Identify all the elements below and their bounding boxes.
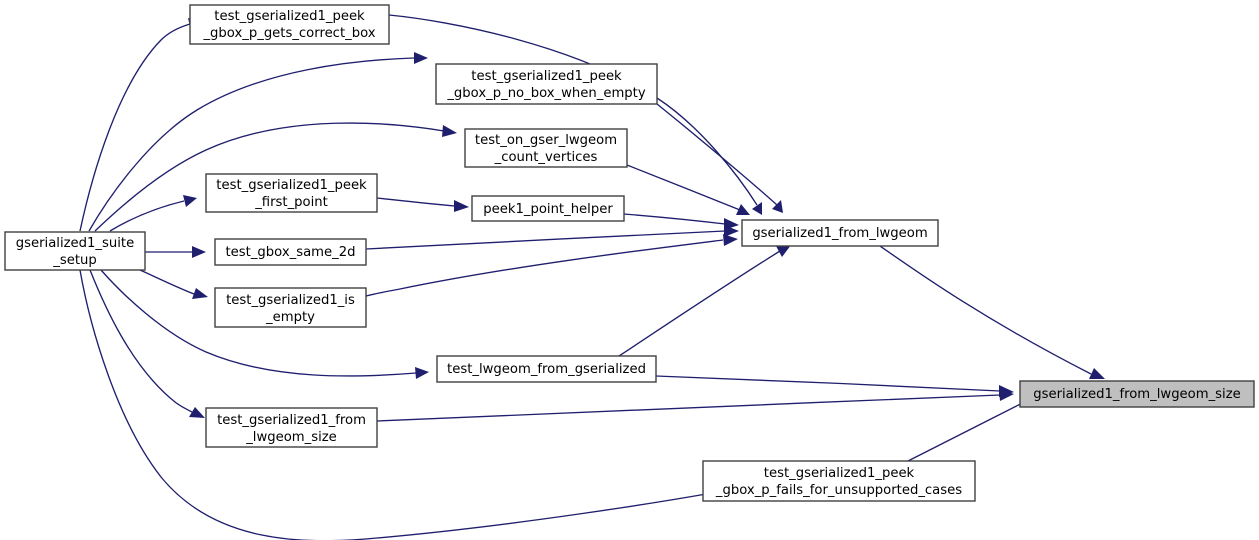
node-label-line1: test_gserialized1_from (217, 413, 366, 428)
edge-suite-setup-to-on-gser-lwgeom-count-vertices (94, 122, 457, 232)
node-test-gserialized1-from-lwgeom-size[interactable]: test_gserialized1_from _lwgeom_size (205, 407, 378, 448)
nodes-layer: gserialized1_suite _setup test_gserializ… (4, 4, 1255, 502)
edges-layer (79, 14, 1105, 540)
node-gserialized1-suite-setup[interactable]: gserialized1_suite _setup (4, 231, 146, 271)
node-peek1-point-helper[interactable]: peek1_point_helper (471, 195, 625, 222)
node-label-line1: test_gserialized1_peek (764, 466, 915, 481)
node-label-line1: gserialized1_from_lwgeom (752, 226, 927, 241)
edge-suite-setup-to-peek-gbox-gets-correct-box (79, 18, 202, 232)
node-test-gserialized1-peek-gbox-p-fails-for-unsupported-cases[interactable]: test_gserialized1_peek _gbox_p_fails_for… (702, 460, 976, 502)
node-gserialized1-from-lwgeom-size[interactable]: gserialized1_from_lwgeom_size (1019, 380, 1255, 408)
node-label-line2: _empty (265, 310, 315, 325)
node-label-line1: peek1_point_helper (483, 202, 613, 217)
node-label-line2: _lwgeom_size (245, 430, 337, 445)
node-label-line2: _gbox_p_no_box_when_empty (446, 86, 646, 101)
edge-peek-first-point-to-peek1-point-helper (376, 197, 469, 212)
node-test-on-gser-lwgeom-count-vertices[interactable]: test_on_gser_lwgeom _count_vertices (464, 128, 628, 168)
node-test-gserialized1-peek-first-point[interactable]: test_gserialized1_peek _first_point (205, 173, 378, 213)
node-test-gbox-same-2d[interactable]: test_gbox_same_2d (214, 238, 367, 266)
node-label-line1: test_on_gser_lwgeom (475, 133, 617, 148)
node-label-line1: test_gserialized1_is (226, 293, 355, 308)
edge-from-lwgeom-to-from-lwgeom-size (879, 245, 1105, 379)
edge-suite-setup-to-from-lwgeom-size (89, 269, 205, 418)
edge-test-from-lwgeom-size-to-from-lwgeom-size (376, 389, 1014, 422)
node-label-line2: _setup (52, 253, 96, 268)
edge-suite-setup-to-peek-first-point (109, 195, 197, 232)
node-label-line1: test_gserialized1_peek (214, 9, 365, 24)
edge-suite-setup-to-gbox-same-2d (145, 246, 206, 258)
edge-no-box-when-empty-to-from-lwgeom (656, 103, 783, 213)
node-label-line2: _gbox_p_gets_correct_box (202, 26, 375, 41)
node-label-line1: test_gserialized1_peek (216, 178, 367, 193)
node-label-line2: _count_vertices (494, 150, 598, 165)
node-label-line1: gserialized1_suite (16, 236, 134, 251)
edge-is-empty-to-from-lwgeom (365, 234, 738, 297)
edge-suite-setup-to-peek-gbox-no-box-when-empty (88, 52, 428, 232)
node-label-line1: test_lwgeom_from_gserialized (447, 362, 646, 377)
node-test-gserialized1-is-empty[interactable]: test_gserialized1_is _empty (214, 287, 367, 328)
node-label-line2: _gbox_p_fails_for_unsupported_cases (715, 483, 962, 498)
edge-lwgeom-from-gserialized-to-from-lwgeom (618, 245, 791, 357)
edge-gets-correct-box-to-from-lwgeom (388, 14, 762, 215)
node-test-lwgeom-from-gserialized[interactable]: test_lwgeom_from_gserialized (436, 355, 657, 383)
edge-lwgeom-from-gserialized-to-from-lwgeom-size (655, 375, 1014, 397)
node-label-line2: _first_point (254, 195, 328, 210)
node-label-line1: test_gbox_same_2d (226, 245, 356, 260)
edge-count-vertices-to-from-lwgeom (626, 164, 750, 215)
node-test-gserialized1-peek-gbox-p-no-box-when-empty[interactable]: test_gserialized1_peek _gbox_p_no_box_wh… (435, 63, 658, 105)
edge-peek1-point-helper-to-from-lwgeom (623, 213, 739, 230)
node-gserialized1-from-lwgeom[interactable]: gserialized1_from_lwgeom (741, 219, 939, 247)
node-label-line1: test_gserialized1_peek (471, 69, 622, 84)
node-label-line1: gserialized1_from_lwgeom_size (1033, 387, 1241, 402)
node-test-gserialized1-peek-gbox-p-gets-correct-box[interactable]: test_gserialized1_peek _gbox_p_gets_corr… (189, 4, 390, 45)
edge-gbox-same-2d-to-from-lwgeom (365, 225, 739, 250)
edge-suite-setup-to-lwgeom-from-gserialized (100, 269, 429, 379)
edge-suite-setup-to-is-empty (139, 269, 208, 299)
